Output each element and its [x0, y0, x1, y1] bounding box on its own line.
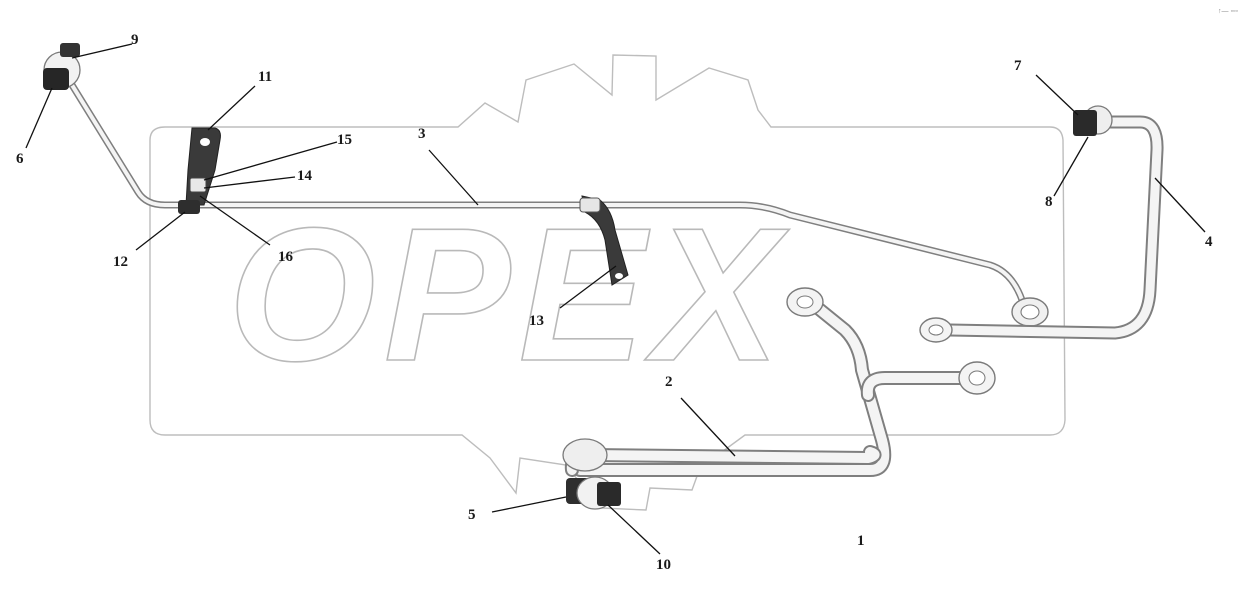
pipe-3 [68, 81, 1034, 312]
callout-14: 14 [297, 168, 313, 184]
fitting-6-9 [43, 43, 81, 90]
corner-mark: ↑— ▫▫▫ [1218, 8, 1238, 15]
callout-13: 13 [529, 313, 544, 329]
clamp-12 [178, 200, 200, 214]
callout-3: 3 [418, 126, 426, 142]
callout-6: 6 [16, 151, 24, 167]
callout-10: 10 [656, 557, 671, 573]
callout-8: 8 [1045, 194, 1053, 210]
nut-10 [597, 482, 621, 506]
callout-4: 4 [1205, 234, 1213, 250]
callout-2: 2 [665, 374, 673, 390]
callout-labels: 1 2 3 4 5 6 7 8 9 10 11 12 13 14 15 16 [16, 32, 1213, 573]
nut-7 [1073, 110, 1097, 136]
watermark-gear-outline [149, 54, 1066, 511]
pipe-3-banjo-fitting [1011, 297, 1049, 327]
callout-9: 9 [131, 32, 139, 48]
callout-16: 16 [278, 249, 294, 265]
callout-12: 12 [113, 254, 128, 270]
nut-6 [43, 68, 69, 90]
leader-lines [25, 43, 1206, 555]
nut-9 [60, 43, 80, 57]
callout-1: 1 [857, 533, 865, 549]
watermark-text: OPEX [228, 189, 790, 401]
pipe-4 [919, 105, 1164, 343]
watermark: OPEX [149, 54, 1066, 511]
callout-7: 7 [1014, 58, 1022, 74]
pipe-2 [562, 287, 996, 510]
bracket-13 [579, 195, 629, 286]
bracket-11 [178, 127, 221, 214]
callout-5: 5 [468, 507, 476, 523]
callout-11: 11 [258, 69, 272, 85]
callout-15: 15 [337, 132, 352, 148]
bolt-16 [189, 177, 207, 193]
